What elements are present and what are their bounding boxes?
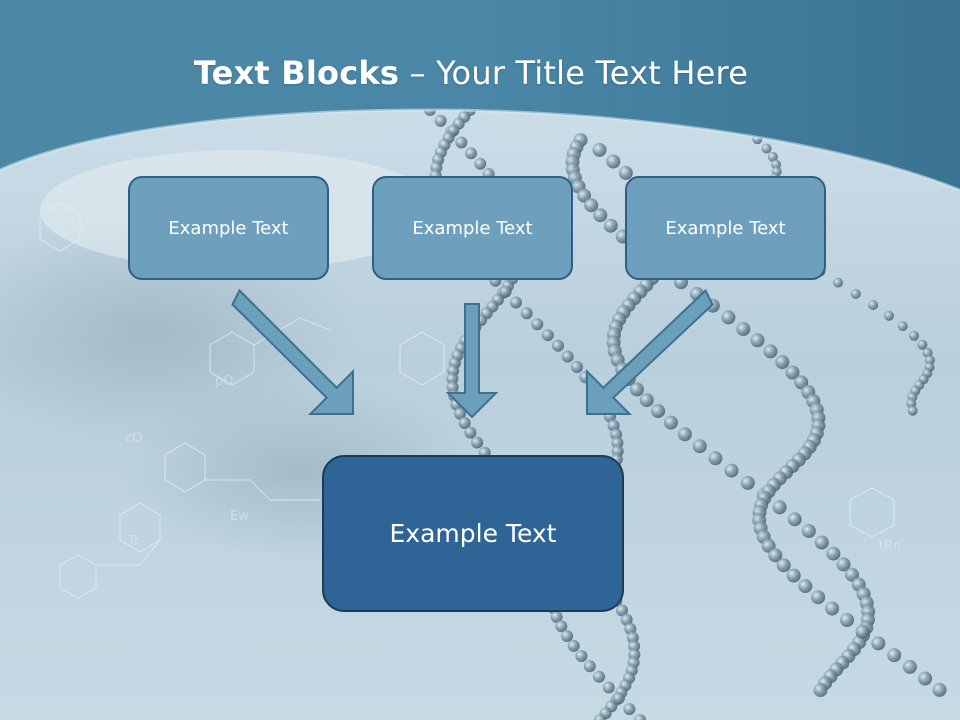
arrow-down-icon bbox=[445, 303, 499, 419]
text-block-2[interactable]: Example Text bbox=[372, 176, 573, 280]
arrow-right-icon bbox=[586, 288, 714, 415]
title-bold-part: Text Blocks bbox=[193, 54, 400, 92]
text-block-3[interactable]: Example Text bbox=[625, 176, 826, 280]
text-block-3-label: Example Text bbox=[665, 217, 786, 239]
slide-title: Text Blocks – Your Title Text Here bbox=[0, 54, 942, 92]
arrow-left-icon bbox=[231, 288, 354, 415]
svg-text:cO: cO bbox=[125, 431, 142, 446]
svg-text:pO: pO bbox=[215, 374, 233, 389]
title-rest: Your Title Text Here bbox=[436, 54, 749, 92]
text-block-1-label: Example Text bbox=[168, 217, 289, 239]
result-text-block-label: Example Text bbox=[389, 519, 557, 548]
result-text-block[interactable]: Example Text bbox=[322, 455, 624, 612]
text-block-2-label: Example Text bbox=[412, 217, 533, 239]
title-separator: – bbox=[399, 54, 437, 92]
svg-text:- tRn: - tRn bbox=[870, 539, 901, 554]
text-block-1[interactable]: Example Text bbox=[128, 176, 329, 280]
svg-text:Tr: Tr bbox=[127, 534, 140, 549]
svg-text:Ew: Ew bbox=[230, 509, 249, 524]
